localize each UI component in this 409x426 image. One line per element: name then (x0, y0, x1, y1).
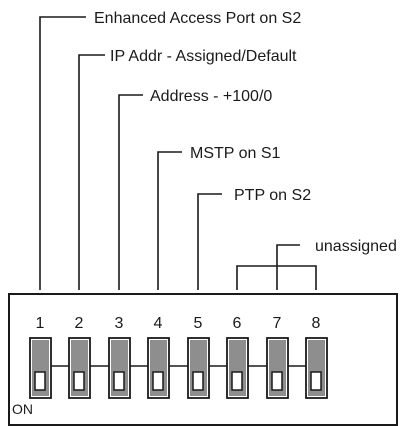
switch-number-5: 5 (194, 315, 203, 332)
callout-label-unassigned: unassigned (315, 238, 397, 255)
dip-switch-8[interactable]: 8 (305, 315, 328, 399)
switch-group: 1 2 3 4 5 6 7 8 (29, 315, 328, 399)
switch-lever-2[interactable] (73, 371, 85, 391)
callout-unassigned: unassigned (236, 238, 397, 290)
callout-4: MSTP on S1 (157, 145, 281, 290)
switch-number-2: 2 (75, 315, 84, 332)
switch-lever-5[interactable] (192, 371, 204, 391)
switch-lever-4[interactable] (152, 371, 164, 391)
dip-switch-4[interactable]: 4 (147, 315, 170, 399)
callout-label-4: MSTP on S1 (190, 145, 281, 162)
callout-1: Enhanced Access Port on S2 (39, 10, 301, 290)
dip-switch-3[interactable]: 3 (108, 315, 131, 399)
callout-2: IP Addr - Assigned/Default (78, 48, 297, 290)
callout-label-3: Address - +100/0 (150, 88, 272, 105)
switch-lever-6[interactable] (231, 371, 243, 391)
switch-lever-7[interactable] (271, 371, 283, 391)
callout-5: PTP on S2 (197, 187, 311, 290)
switch-number-4: 4 (154, 315, 163, 332)
callout-label-2: IP Addr - Assigned/Default (110, 48, 297, 65)
dip-switch-7[interactable]: 7 (266, 315, 289, 399)
callout-label-5: PTP on S2 (234, 187, 311, 204)
dip-switch-2[interactable]: 2 (68, 315, 91, 399)
callout-label-1: Enhanced Access Port on S2 (94, 10, 301, 27)
on-label: ON (12, 401, 33, 417)
switch-number-7: 7 (273, 315, 282, 332)
dip-switch-1[interactable]: 1 (29, 315, 52, 399)
switch-lever-3[interactable] (113, 371, 125, 391)
switch-number-1: 1 (36, 315, 45, 332)
dip-switch-5[interactable]: 5 (187, 315, 210, 399)
callout-3: Address - +100/0 (118, 88, 272, 290)
switch-lever-8[interactable] (310, 371, 322, 391)
dip-switch-6[interactable]: 6 (226, 315, 249, 399)
switch-lever-1[interactable] (34, 371, 46, 391)
switch-number-6: 6 (233, 315, 242, 332)
switch-number-3: 3 (115, 315, 124, 332)
switch-number-8: 8 (312, 315, 321, 332)
